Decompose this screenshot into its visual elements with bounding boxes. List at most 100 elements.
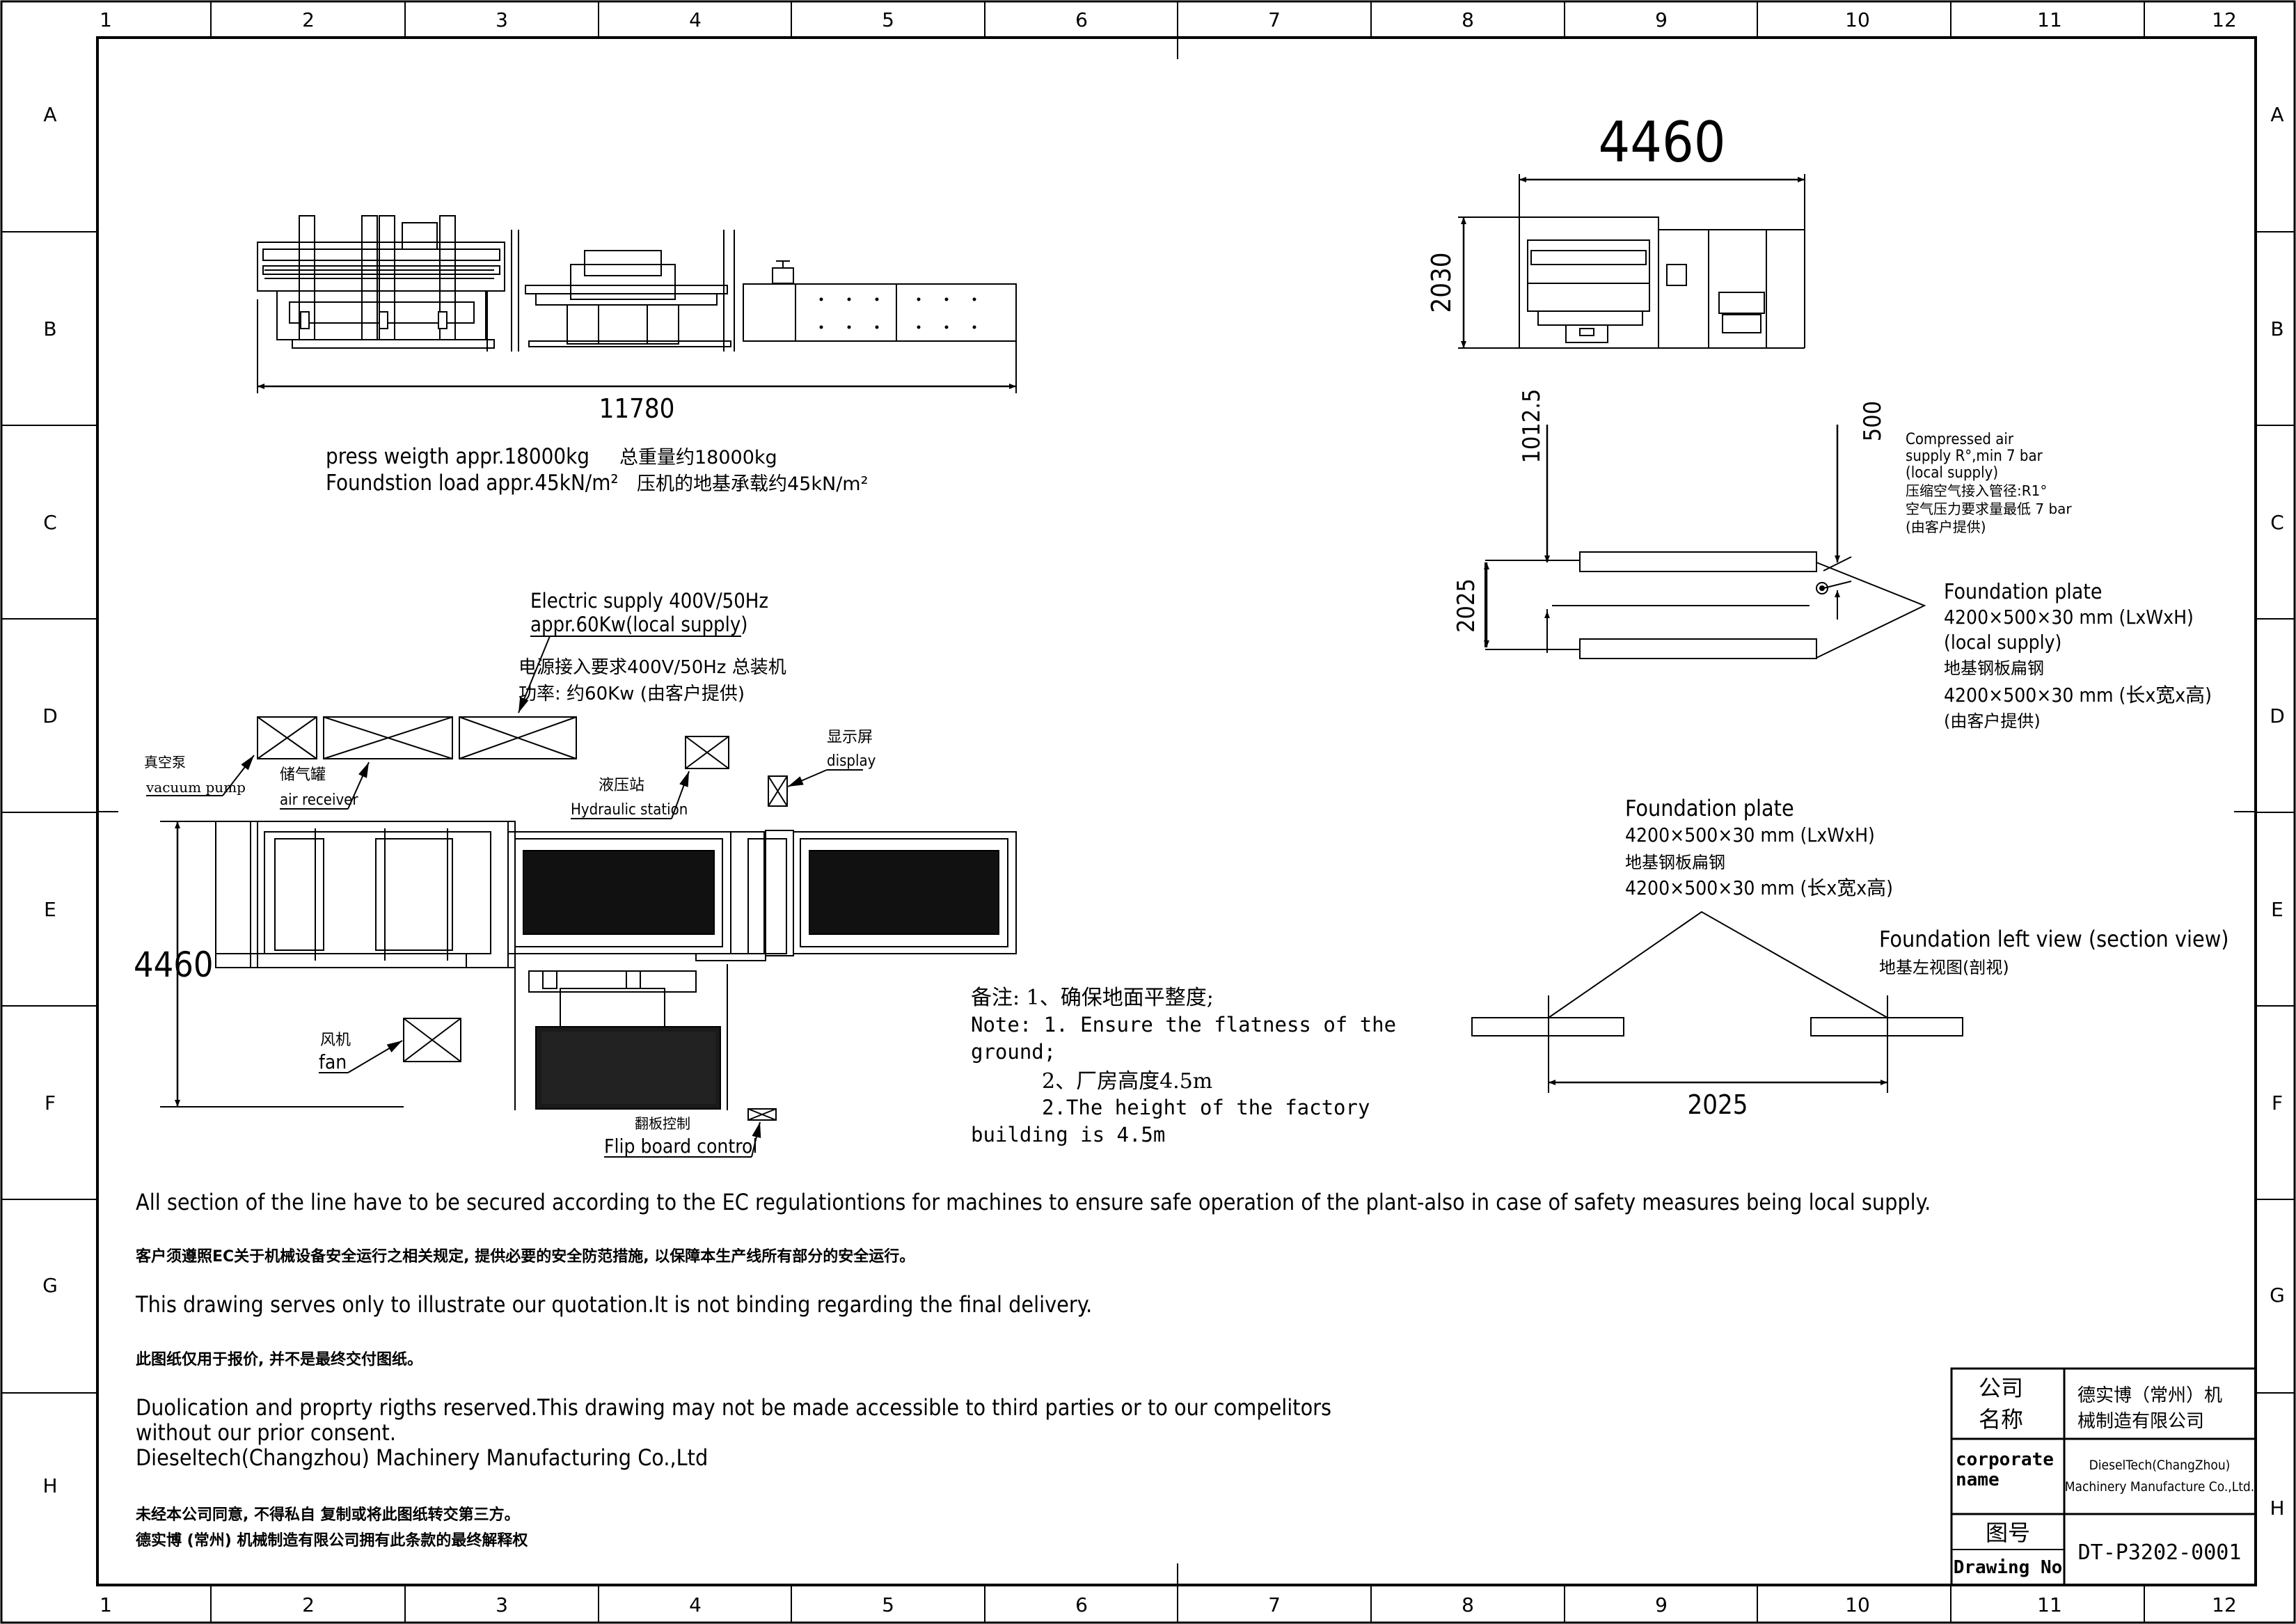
col-label: 6 — [1075, 8, 1088, 31]
company-name-cn-1: 德实博（常州）机 — [2077, 1385, 2222, 1406]
col-label: 9 — [1655, 8, 1668, 31]
row-label: C — [2270, 511, 2284, 534]
foundation-section-view — [1471, 910, 1963, 1093]
col-label: 7 — [1268, 1593, 1281, 1616]
side-view-dots — [819, 297, 976, 329]
row-label: A — [43, 103, 56, 126]
dim-2025-vertical: 2025 — [1452, 578, 1480, 633]
foundation-load-en: Foundstion load appr.45kN/m² — [326, 471, 619, 496]
remark-1-cn: 备注: 1、确保地面平整度; — [971, 986, 1214, 1010]
note-safety-en: All section of the line have to be secur… — [136, 1189, 1931, 1215]
air-line: Compressed air — [1906, 431, 2014, 448]
weight-note: press weigth appr.18000kg 总重量约18000kg Fo… — [326, 444, 868, 496]
col-label: 10 — [1845, 1593, 1870, 1616]
company-label-cn-1: 公司 — [1979, 1375, 2023, 1401]
note-copyright-en-2: without our prior consent. — [136, 1419, 396, 1446]
row-label: A — [2270, 103, 2283, 126]
col-label: 7 — [1268, 8, 1281, 31]
drawing-label-cn: 图号 — [1986, 1520, 2030, 1546]
corporate-name-en-1: DieselTech(ChangZhou) — [2089, 1458, 2231, 1473]
row-label: C — [43, 511, 57, 534]
col-label: 4 — [689, 8, 702, 31]
col-label: 6 — [1075, 1593, 1088, 1616]
section-dims: 4200×500×30 mm (LxWxH) — [1625, 823, 1875, 846]
section-dims-cn: 4200×500×30 mm (长x宽x高) — [1625, 876, 1893, 899]
title-block — [1950, 1367, 2257, 1586]
col-label: 3 — [496, 8, 508, 31]
flip-board-en: Flip board control — [604, 1135, 757, 1158]
remark-2-cn: 2、厂房高度4.5m — [1042, 1069, 1212, 1094]
air-line: (由客户提供) — [1906, 519, 1986, 535]
electric-line-2: appr.60Kw(local supply) — [530, 613, 748, 636]
section-view-title-cn: 地基左视图(剖视) — [1879, 958, 2009, 977]
col-label: 12 — [2212, 1593, 2237, 1616]
row-label: G — [42, 1274, 58, 1297]
plan-width-dimension: 4460 — [134, 945, 213, 985]
row-label: G — [2270, 1284, 2285, 1307]
vacuum-pump-cn: 真空泵 — [144, 754, 186, 771]
front-width-dimension: 4460 — [1598, 110, 1725, 175]
title-block-text: 公司 名称 德实博（常州）机 械制造有限公司 corporate name Di… — [1954, 1375, 2254, 1578]
drawing-label-en: Drawing No — [1954, 1557, 2063, 1578]
display-en: display — [827, 752, 876, 770]
plate-line: (由客户提供) — [1944, 711, 2041, 731]
plan-labels: 真空泵 vacuum pump 储气罐 air receiver 液压站 Hyd… — [134, 729, 876, 1158]
air-line: supply R°,min 7 bar — [1906, 448, 2043, 465]
remark-1-en-cont: ground; — [971, 1040, 1056, 1064]
note-safety-cn: 客户须遵照EC关于机械设备安全运行之相关规定, 提供必要的安全防范措施, 以保障… — [136, 1247, 915, 1266]
section-title-cn: 地基钢板扁钢 — [1625, 853, 1725, 872]
col-label: 1 — [100, 8, 112, 31]
row-label: F — [2272, 1091, 2283, 1114]
air-line: 压缩空气接入管径:R1° — [1906, 482, 2047, 499]
col-label: 8 — [1462, 8, 1474, 31]
fan-cn: 风机 — [320, 1032, 351, 1049]
press-weight-cn: 总重量约18000kg — [619, 447, 777, 468]
electric-supply-note: Electric supply 400V/50Hz appr.60Kw(loca… — [518, 589, 786, 714]
col-label: 11 — [2037, 1593, 2062, 1616]
remark-2-en-cont: building is 4.5m — [971, 1123, 1165, 1146]
note-copyright-en-1: Duolication and proprty rigths reserved.… — [136, 1394, 1331, 1421]
row-letters-right: A B C D E F G H — [2270, 103, 2285, 1520]
foundation-section-labels: Foundation plate 4200×500×30 mm (LxWxH) … — [1625, 795, 2228, 1120]
row-label: E — [44, 898, 56, 921]
plan-view-dots — [529, 853, 992, 1104]
row-label: H — [2270, 1497, 2284, 1520]
row-label: H — [42, 1474, 57, 1497]
row-label: E — [2271, 898, 2283, 921]
col-label: 1 — [100, 1593, 112, 1616]
row-label: F — [45, 1091, 56, 1114]
air-line: (local supply) — [1906, 464, 1998, 482]
note-copyright-cn: 未经本公司同意, 不得私自 复制或将此图纸转交第三方。 — [136, 1506, 520, 1524]
col-label: 10 — [1845, 8, 1870, 31]
side-elevation-view — [257, 215, 1017, 393]
foundation-load-cn: 压机的地基承载约45kN/m² — [637, 473, 868, 495]
col-label: 8 — [1462, 1593, 1474, 1616]
front-height-dimension: 2030 — [1426, 253, 1457, 313]
plate-line: 4200×500×30 mm (LxWxH) — [1944, 606, 2194, 629]
section-view-title: Foundation left view (section view) — [1879, 926, 2228, 952]
foundation-plan-view — [1484, 425, 1926, 659]
plate-line: (local supply) — [1944, 631, 2061, 654]
col-label: 2 — [302, 8, 315, 31]
plate-line: 4200×500×30 mm (长x宽x高) — [1944, 684, 2212, 707]
general-notes: All section of the line have to be secur… — [135, 1189, 1931, 1550]
row-label: B — [43, 317, 56, 340]
foundation-plate-note: Foundation plate 4200×500×30 mm (LxWxH) … — [1944, 580, 2212, 731]
display-cn: 显示屏 — [827, 729, 873, 746]
press-weight-en: press weigth appr.18000kg — [326, 444, 589, 469]
row-label: B — [2270, 317, 2283, 340]
corporate-label-2: name — [1956, 1469, 2000, 1490]
note-company-en: Dieseltech(Changzhou) Machinery Manufact… — [136, 1444, 708, 1471]
dim-500: 500 — [1859, 401, 1887, 441]
note-quotation-cn: 此图纸仅用于报价, 并不是最终交付图纸。 — [136, 1350, 422, 1369]
col-label: 11 — [2037, 8, 2062, 31]
column-numbers-top: 1 2 3 4 5 6 7 8 9 10 11 12 — [100, 8, 2237, 31]
drawing-number: DT-P3202-0001 — [2078, 1540, 2242, 1565]
col-label: 4 — [689, 1593, 702, 1616]
plate-line: 地基钢板扁钢 — [1944, 659, 2044, 678]
air-receiver-en: air receiver — [280, 791, 358, 809]
col-label: 2 — [302, 1593, 315, 1616]
front-elevation-view — [1458, 174, 1805, 349]
